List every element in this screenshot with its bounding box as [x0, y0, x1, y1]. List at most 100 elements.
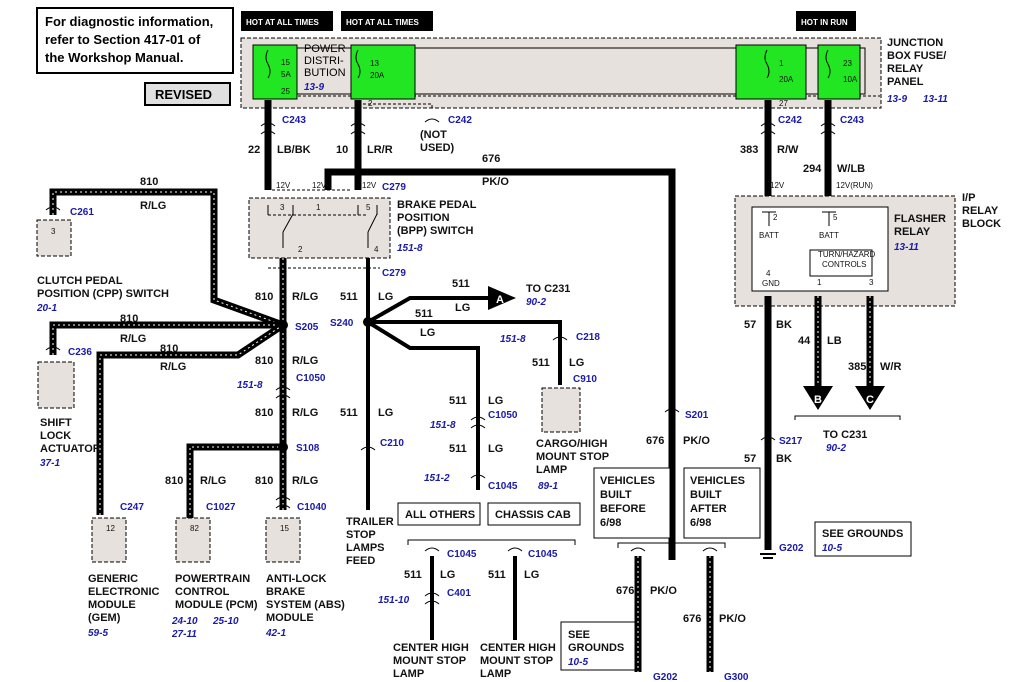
svg-text:25: 25	[281, 87, 290, 96]
wire-22-color: LB/BK	[277, 144, 311, 156]
fuse-13: 13 20A	[350, 44, 416, 100]
fl-thc1: TURN/HAZARD	[818, 250, 876, 259]
w810-h: 810	[255, 475, 273, 487]
pdist-l1: POWER	[304, 43, 346, 55]
gem-l2: ELECTRONIC	[88, 586, 160, 598]
w810-d: 810	[160, 343, 178, 355]
chassis-cab-box	[487, 502, 581, 526]
bpp-contacts	[267, 205, 378, 248]
to-c231-bc: TO C231	[823, 429, 867, 441]
gem-l4: (GEM)	[88, 612, 121, 624]
bpp-v1: 12V	[276, 181, 291, 190]
w810-a-color: R/LG	[140, 200, 166, 212]
see-grounds-b-ref: 10-5	[822, 543, 842, 554]
wire-10-color: LR/R	[367, 144, 393, 156]
shift-l3: ACTUATOR	[40, 443, 101, 455]
notice-line3: the Workshop Manual.	[45, 50, 183, 65]
gem-l3: MODULE	[88, 599, 136, 611]
w57-b-color: BK	[776, 453, 792, 465]
c910: C910	[573, 374, 597, 385]
vb-before-l2: BUILT	[600, 489, 632, 501]
bpp-l1: BRAKE PEDAL	[397, 199, 477, 211]
fl-pin3: 3	[869, 278, 874, 287]
c242-a: C242	[448, 115, 472, 126]
w810-e-color: R/LG	[292, 355, 318, 367]
bpp-pin2: 2	[298, 245, 303, 254]
top-wires	[260, 100, 836, 560]
w810-f: 810	[255, 407, 273, 419]
s108: S108	[296, 443, 320, 454]
s201: S201	[685, 410, 709, 421]
w511-a: 511	[452, 278, 470, 290]
marker-a: A	[496, 294, 504, 306]
shift-ref: 37-1	[40, 458, 60, 469]
w810-h-color: R/LG	[292, 475, 318, 487]
see-grounds-a-l1: SEE	[568, 629, 590, 641]
cpp-switch	[36, 219, 72, 257]
jbox-ref1: 13-9	[887, 94, 907, 105]
flasher-relay	[751, 206, 889, 292]
gem-l1: GENERIC	[88, 573, 138, 585]
pcm-module	[175, 517, 211, 563]
bpp-ref: 151-8	[397, 243, 423, 254]
w44: 44	[798, 335, 811, 347]
jbox-ref2: 13-11	[923, 94, 948, 105]
ref-151-8-b: 151-8	[500, 334, 526, 345]
fl-pin1: 1	[817, 278, 822, 287]
trailer-l4: FEED	[346, 555, 375, 567]
flasher-ref: 13-11	[894, 242, 919, 253]
cpp-l1: CLUTCH PEDAL	[37, 275, 123, 287]
wire-676: 676	[482, 153, 500, 165]
w511-f-color: LG	[488, 395, 503, 407]
g300: G300	[724, 672, 749, 682]
vb-before-l3: BEFORE	[600, 503, 646, 515]
wire-22: 22	[248, 144, 260, 156]
c247: C247	[120, 502, 144, 513]
svg-text:27: 27	[779, 99, 788, 108]
w385: 385	[848, 361, 866, 373]
c261: C261	[70, 207, 94, 218]
fl-batt2: BATT	[819, 231, 839, 240]
w511-h: 511	[404, 569, 422, 581]
pcm-l1: POWERTRAIN	[175, 573, 250, 585]
w810-g: 810	[165, 475, 183, 487]
w511-c-color: LG	[378, 291, 393, 303]
wire-10: 10	[336, 144, 348, 156]
see-grounds-a-ref: 10-5	[568, 657, 588, 668]
w511-i: 511	[488, 569, 506, 581]
ref-151-2: 151-2	[424, 473, 450, 484]
svg-text:15: 15	[281, 58, 290, 67]
w57-a: 57	[744, 319, 756, 331]
c1050-a: C1050	[296, 373, 326, 384]
circuit-810	[45, 188, 291, 520]
ref-151-8-a: 151-8	[237, 380, 263, 391]
w810-a: 810	[140, 176, 158, 188]
marker-b: B	[814, 394, 822, 406]
w511-i-color: LG	[524, 569, 539, 581]
svg-text:23: 23	[843, 59, 852, 68]
abs-l2: BRAKE	[266, 586, 305, 598]
fl-v12run: 12V(RUN)	[836, 181, 873, 190]
flasher-internals	[762, 211, 873, 277]
w810-c: 810	[120, 313, 138, 325]
pcm-l2: CONTROL	[175, 586, 230, 598]
cargo-ref: 89-1	[538, 481, 558, 492]
w810-f-color: R/LG	[292, 407, 318, 419]
ip-l2: RELAY	[962, 205, 999, 217]
c218: C218	[576, 332, 600, 343]
to-c231-a-ref: 90-2	[526, 297, 546, 308]
w385-color: W/R	[880, 361, 901, 373]
s240: S240	[330, 318, 354, 329]
c243-a: C243	[282, 115, 306, 126]
w810-b-color: R/LG	[292, 291, 318, 303]
bpp-l2: POSITION	[397, 212, 450, 224]
fl-pin2: 2	[773, 213, 778, 222]
w810-b: 810	[255, 291, 273, 303]
s205: S205	[295, 322, 319, 333]
bpp-v3: 12V	[362, 181, 377, 190]
ground-bracket	[617, 542, 726, 548]
vb-before-l4: 6/98	[600, 517, 621, 529]
cargo-lamp	[541, 387, 581, 433]
trailer-l2: STOP	[346, 529, 376, 541]
pdist-l3: BUTION	[304, 67, 346, 79]
